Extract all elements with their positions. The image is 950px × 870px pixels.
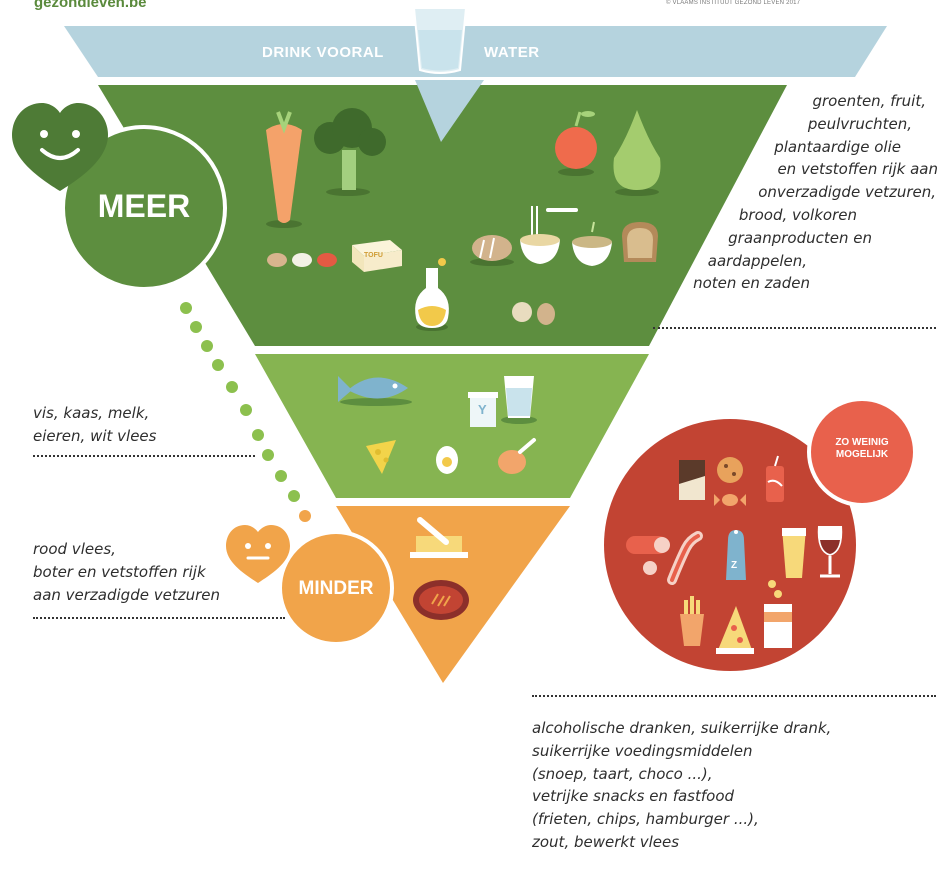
minder-label: MINDER	[298, 578, 374, 599]
minder-circle	[278, 530, 394, 646]
minder-line: aan verzadigde vetzuren	[33, 585, 220, 604]
tofu-label: TOFU	[364, 252, 383, 259]
middle-divider	[33, 455, 255, 457]
zo-weinig-line: alcoholische dranken, suikerrijke drank,	[532, 719, 832, 737]
steak-icon	[413, 580, 469, 620]
meer-line: peulvruchten,	[807, 114, 912, 133]
zo-weinig-badge	[807, 397, 917, 507]
broccoli-icon	[314, 108, 386, 196]
fish-icon	[338, 376, 412, 406]
cookie-icon	[717, 457, 743, 483]
yoghurt-icon	[468, 392, 498, 427]
water-glass-icon	[412, 7, 468, 74]
water-left-text: DRINK VOORAL	[262, 44, 384, 61]
meer-line: brood, volkoren	[738, 205, 857, 224]
minder-description: rood vlees, boter en vetstoffen rijk aan…	[33, 538, 293, 606]
grain-bowl-icon	[572, 221, 612, 266]
zo-weinig-line: vetrijke snacks en fastfood	[532, 787, 735, 806]
zo-weinig-badge-line: MOGELIJK	[835, 449, 889, 460]
zo-weinig-badge-text: ZO WEINIG MOGELIJK	[814, 437, 910, 461]
beer-glass-icon	[782, 528, 806, 578]
zo-weinig-line: zout, bewerkt vlees	[532, 832, 680, 851]
apple-icon	[555, 111, 597, 176]
carrot-icon	[266, 111, 302, 228]
nuts-icon	[512, 302, 555, 325]
bacon-icon	[667, 531, 703, 585]
zo-weinig-line: (frieten, chips, hamburger ...),	[532, 810, 759, 829]
neutral-heart-icon	[226, 525, 290, 583]
wine-glass-icon	[817, 526, 843, 578]
minder-line: rood vlees,	[33, 540, 116, 558]
sausage-icon	[626, 536, 670, 575]
meer-line: onverzadigde vetzuren,	[758, 183, 936, 202]
meer-divider	[653, 327, 936, 329]
meer-line: graanproducten en	[728, 228, 872, 247]
oil-bottle-icon	[415, 258, 449, 331]
zo-weinig-description: alcoholische dranken, suikerrijke drank,…	[532, 717, 932, 854]
water-band	[64, 26, 887, 77]
meer-line: plantaardige olie	[774, 137, 901, 156]
zo-weinig-badge-line: ZO WEINIG	[835, 437, 889, 448]
pizza-icon	[716, 606, 754, 654]
zo-weinig-divider	[532, 695, 936, 697]
pear-icon	[613, 110, 661, 196]
meer-label: MEER	[97, 188, 191, 224]
middle-band	[255, 354, 649, 498]
tofu-icon	[352, 240, 402, 272]
water-right-text: WATER	[484, 44, 540, 61]
minder-divider	[33, 617, 285, 619]
chips-icon	[764, 580, 792, 648]
middle-line: eieren, wit vlees	[33, 426, 157, 445]
meer-line: aardappelen,	[707, 251, 807, 270]
candy-icon	[714, 494, 746, 506]
middle-line: vis, kaas, melk,	[33, 404, 150, 422]
egg-icon	[436, 446, 458, 474]
meer-line: en vetstoffen rijk aan	[777, 160, 938, 179]
happy-heart-icon	[12, 103, 108, 191]
soda-can-icon	[766, 455, 784, 502]
meer-circle	[61, 125, 227, 291]
toast-icon	[622, 222, 658, 262]
bread-icon	[470, 235, 514, 266]
minder-line: boter en vetstoffen rijk	[33, 562, 206, 581]
copyright: © VLAAMS INSTITUUT GEZOND LEVEN 2017	[666, 0, 801, 6]
salt-label: Z	[731, 560, 738, 571]
site-url: gezondleven.be	[34, 0, 147, 11]
butter-icon	[410, 517, 468, 558]
beans-icon	[267, 253, 337, 267]
cheese-icon	[366, 440, 396, 474]
meer-line: noten en zaden	[693, 274, 810, 293]
zo-weinig-line: suikerrijke voedingsmiddelen	[532, 741, 753, 760]
dotted-path	[180, 302, 311, 522]
water-notch	[415, 80, 484, 142]
yoghurt-label: Y	[478, 402, 487, 417]
chocolate-icon	[679, 460, 705, 500]
chicken-leg-icon	[498, 438, 536, 474]
salt-shaker-icon	[726, 530, 746, 580]
meer-line: groenten, fruit,	[812, 92, 926, 110]
milk-glass-icon	[501, 376, 537, 424]
pasta-bowl-icon	[520, 206, 560, 264]
zo-weinig-line: (snoep, taart, choco ...),	[532, 764, 713, 783]
meer-description: groenten, fruit, peulvruchten, plantaard…	[600, 90, 938, 295]
middle-description: vis, kaas, melk, eieren, wit vlees	[33, 402, 273, 448]
fries-icon	[680, 596, 704, 646]
